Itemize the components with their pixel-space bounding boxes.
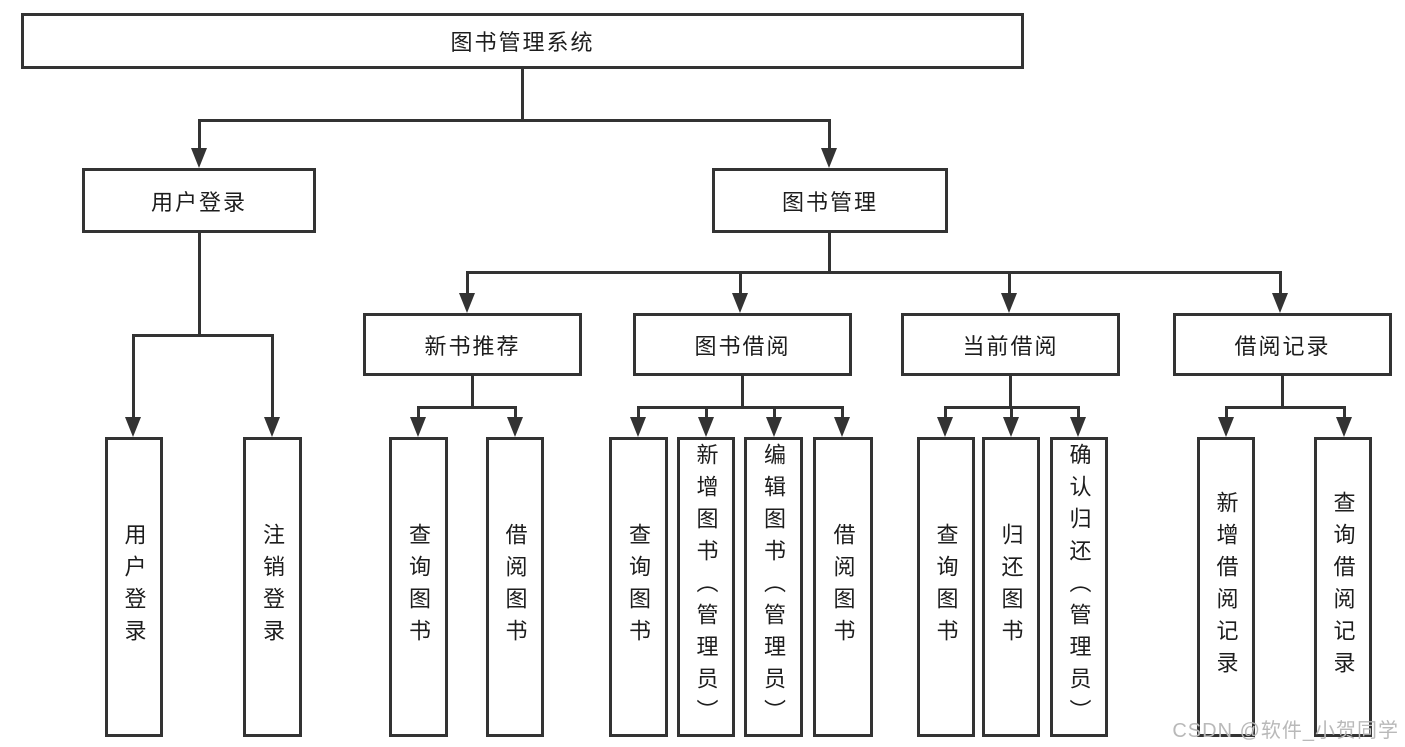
edge-line (1279, 271, 1282, 296)
node-book-borrowing: 图书借阅 (633, 313, 852, 376)
node-library-management-system: 图书管理系统 (21, 13, 1024, 69)
node-label: 借阅记录 (1234, 333, 1331, 359)
edge-line (1281, 376, 1284, 409)
node-label: 新增借阅记录 (1213, 491, 1239, 683)
edge-line (741, 376, 744, 409)
node-label: 借阅图书 (502, 523, 528, 651)
arrowhead-down-icon (698, 417, 714, 437)
edge-line (1343, 406, 1346, 420)
node-label: 用户登录 (121, 523, 147, 651)
edge-line (1009, 376, 1012, 409)
arrowhead-down-icon (1070, 417, 1086, 437)
node-label: 查询图书 (626, 523, 652, 651)
node-label: 用户登录 (150, 189, 247, 215)
leaf-user-login: 用户登录 (105, 437, 163, 737)
edge-line (514, 406, 517, 420)
arrowhead-down-icon (1272, 293, 1288, 313)
node-label: 确认归还（管理员） (1066, 443, 1092, 731)
arrowhead-down-icon (1218, 417, 1234, 437)
leaf-return-book: 归还图书 (982, 437, 1040, 737)
edge-line (132, 334, 273, 337)
arrowhead-down-icon (264, 417, 280, 437)
arrowhead-down-icon (125, 417, 141, 437)
node-label: 注销登录 (260, 523, 286, 651)
edge-line (521, 68, 524, 121)
leaf-query-books-borrowing: 查询图书 (609, 437, 668, 737)
edge-line (828, 233, 831, 274)
arrowhead-down-icon (821, 148, 837, 168)
edge-line (132, 334, 135, 420)
edge-line (828, 119, 831, 151)
edge-line (271, 334, 274, 420)
leaf-add-borrow-record: 新增借阅记录 (1197, 437, 1255, 737)
edge-line (1225, 406, 1228, 420)
node-label: 编辑图书（管理员） (761, 443, 787, 731)
node-book-management: 图书管理 (712, 168, 948, 233)
node-current-borrowing: 当前借阅 (901, 313, 1120, 376)
arrowhead-down-icon (1001, 293, 1017, 313)
leaf-query-borrow-record: 查询借阅记录 (1314, 437, 1372, 737)
leaf-add-book-admin: 新增图书（管理员） (677, 437, 735, 737)
arrowhead-down-icon (766, 417, 782, 437)
edge-line (198, 119, 201, 151)
arrowhead-down-icon (630, 417, 646, 437)
arrowhead-down-icon (191, 148, 207, 168)
edge-line (739, 271, 742, 296)
node-label: 归还图书 (998, 523, 1024, 651)
edge-line (1010, 406, 1013, 420)
node-label: 新书推荐 (424, 333, 521, 359)
node-label: 新增图书（管理员） (693, 443, 719, 731)
node-new-book-recommend: 新书推荐 (363, 313, 582, 376)
edge-line (466, 271, 1281, 274)
arrowhead-down-icon (410, 417, 426, 437)
edge-line (198, 233, 201, 337)
edge-line (1077, 406, 1080, 420)
leaf-confirm-return-admin: 确认归还（管理员） (1050, 437, 1108, 737)
leaf-logout: 注销登录 (243, 437, 302, 737)
node-label: 图书管理系统 (450, 30, 595, 55)
arrowhead-down-icon (937, 417, 953, 437)
edge-line (198, 119, 831, 122)
node-label: 图书借阅 (694, 333, 791, 359)
edge-line (466, 271, 469, 296)
arrowhead-down-icon (507, 417, 523, 437)
leaf-query-books-recommend: 查询图书 (389, 437, 448, 737)
node-label: 查询图书 (406, 523, 432, 651)
node-label: 查询图书 (933, 523, 959, 651)
edge-line (417, 406, 420, 420)
edge-line (637, 406, 844, 409)
leaf-edit-book-admin: 编辑图书（管理员） (744, 437, 803, 737)
edge-line (841, 406, 844, 420)
arrowhead-down-icon (732, 293, 748, 313)
edge-line (471, 376, 474, 409)
leaf-borrow-books: 借阅图书 (813, 437, 873, 737)
edge-line (1008, 271, 1011, 296)
node-label: 当前借阅 (962, 333, 1059, 359)
edge-line (637, 406, 640, 420)
node-label: 图书管理 (781, 189, 878, 215)
leaf-borrow-books-recommend: 借阅图书 (486, 437, 544, 737)
edge-line (944, 406, 947, 420)
node-user-login-group: 用户登录 (82, 168, 316, 233)
edge-line (417, 406, 517, 409)
node-label: 借阅图书 (830, 523, 856, 651)
arrowhead-down-icon (459, 293, 475, 313)
edge-line (705, 406, 708, 420)
arrowhead-down-icon (834, 417, 850, 437)
node-borrowing-records: 借阅记录 (1173, 313, 1392, 376)
leaf-query-books-current: 查询图书 (917, 437, 975, 737)
arrowhead-down-icon (1336, 417, 1352, 437)
edge-line (773, 406, 776, 420)
node-label: 查询借阅记录 (1330, 491, 1356, 683)
edge-line (1225, 406, 1345, 409)
arrowhead-down-icon (1003, 417, 1019, 437)
csdn-watermark: CSDN @软件_小贺同学 (1172, 720, 1399, 742)
